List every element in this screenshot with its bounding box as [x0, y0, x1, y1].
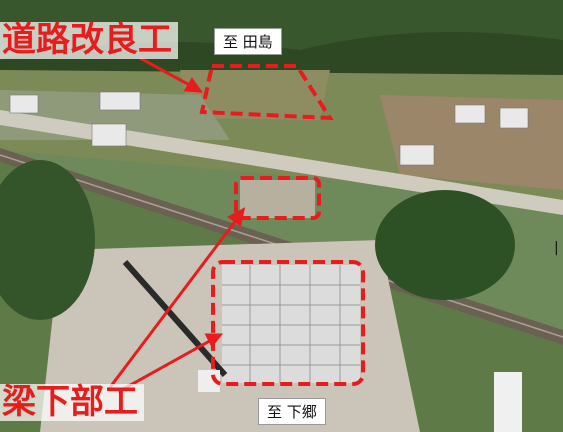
main-road [0, 110, 563, 215]
road-improvement-label: 道路改良工 [0, 21, 178, 60]
houses [9, 91, 529, 166]
pier-outline [234, 176, 321, 220]
tree-cluster-left [0, 160, 95, 320]
scaffold-grid [222, 265, 360, 383]
annotation-arrows [106, 56, 246, 394]
pier-excavation [240, 180, 315, 218]
edge-mark: | [554, 240, 559, 256]
road-work-outline [199, 64, 334, 121]
tree-cluster-right [375, 190, 515, 300]
annotation-outlines [199, 64, 365, 386]
direction-shimogo-label: 至 下郷 [258, 398, 326, 425]
direction-tashima-label: 至 田島 [214, 28, 282, 55]
substructure-outline [211, 260, 365, 386]
crane-boom [122, 260, 228, 377]
road-site-field [180, 70, 330, 120]
pipe-structure [494, 372, 522, 432]
bridge-substructure-label: 梁下部工 [0, 383, 144, 422]
